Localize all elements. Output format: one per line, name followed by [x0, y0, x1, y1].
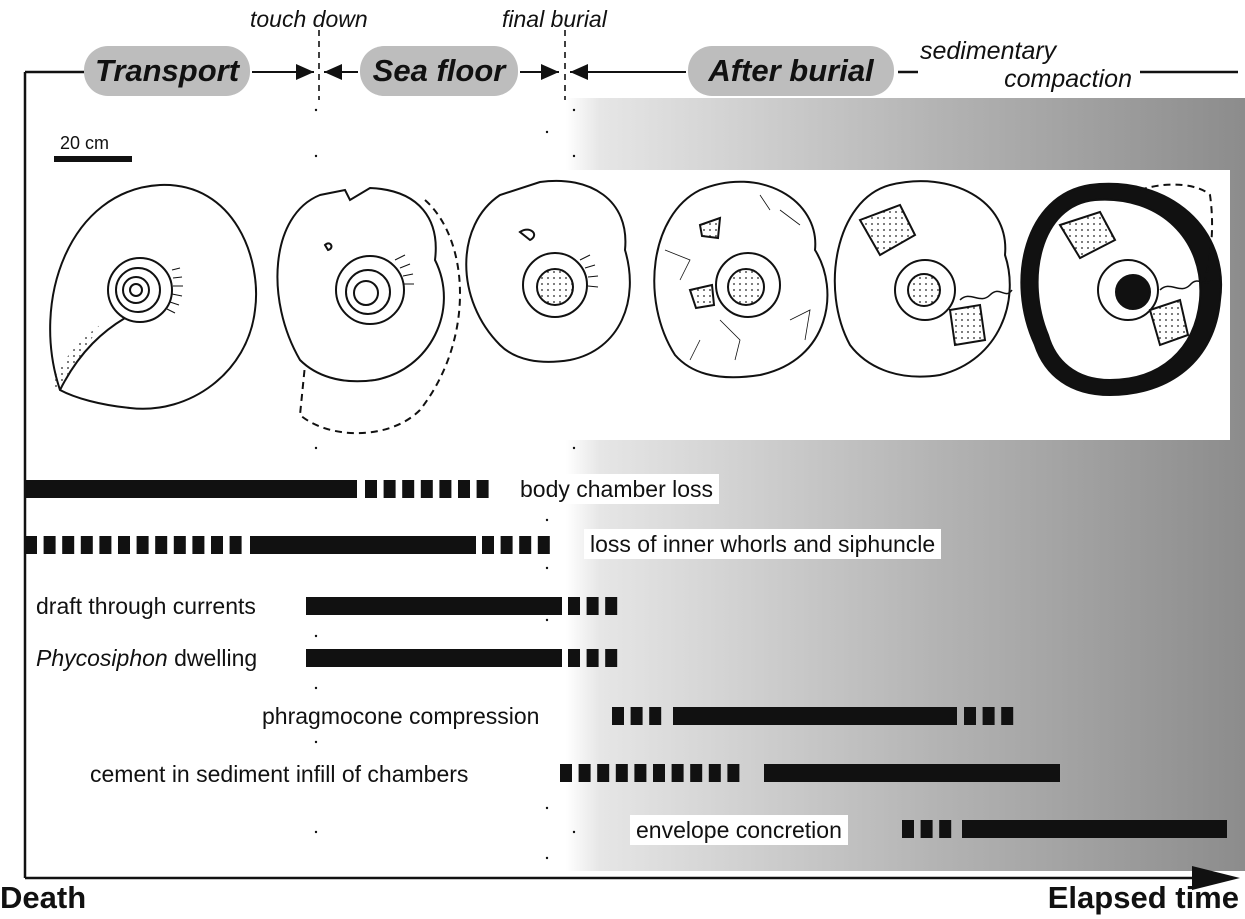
process-bar-1-dash-0-6 — [137, 536, 149, 554]
process-bar-4-dash-2-0 — [964, 707, 976, 725]
process-bar-1-dash-0-5 — [118, 536, 130, 554]
process-bar-2-dash-1-2 — [605, 597, 617, 615]
compaction-label: sedimentary compaction — [920, 37, 1132, 93]
process-bar-4-dash-0-1 — [631, 707, 643, 725]
process-bar-1-dash-0-3 — [81, 536, 93, 554]
phase-transport-label: Transport — [95, 53, 239, 89]
axis-start-label: Death — [0, 880, 86, 916]
process-bar-1-dash-2-3 — [538, 536, 550, 554]
process-label-inner-whorls: loss of inner whorls and siphuncle — [584, 529, 941, 559]
phase-sea-floor-label: Sea floor — [373, 53, 506, 89]
phase-after-burial: After burial — [688, 46, 894, 96]
process-bar-5-dash-0-4 — [634, 764, 646, 782]
final-burial-label: final burial — [502, 6, 607, 33]
process-bar-1-dash-0-8 — [174, 536, 186, 554]
process-bar-1-dash-0-2 — [62, 536, 74, 554]
process-bar-0-dash-1-4 — [439, 480, 451, 498]
process-bar-2-solid-0 — [306, 597, 562, 615]
phase-sea-floor: Sea floor — [360, 46, 518, 96]
compaction-line-1: sedimentary — [920, 37, 1132, 65]
phycosiphon-rest: dwelling — [168, 645, 258, 671]
process-bar-4-solid-1 — [673, 707, 957, 725]
process-bar-0-dash-1-1 — [384, 480, 396, 498]
process-bar-5-dash-0-6 — [672, 764, 684, 782]
ammonite-compressed — [835, 181, 1012, 376]
process-bar-1-dash-0-10 — [211, 536, 223, 554]
process-bar-3-solid-0 — [306, 649, 562, 667]
process-bar-1-dash-0-1 — [44, 536, 56, 554]
process-bar-1-dash-2-1 — [501, 536, 513, 554]
process-bar-1-dash-0-7 — [155, 536, 167, 554]
process-bar-1-dash-2-2 — [519, 536, 531, 554]
process-label-envelope: envelope concretion — [630, 815, 848, 845]
process-label-phycosiphon: Phycosiphon dwelling — [30, 643, 263, 673]
process-bar-5-dash-0-8 — [709, 764, 721, 782]
process-label-body-chamber: body chamber loss — [514, 474, 719, 504]
process-bar-2-dash-1-0 — [568, 597, 580, 615]
scale-bar — [54, 156, 132, 162]
process-bar-0-dash-1-3 — [421, 480, 433, 498]
process-bar-1-dash-2-0 — [482, 536, 494, 554]
process-bar-1-dash-0-9 — [192, 536, 204, 554]
phase-transport: Transport — [84, 46, 250, 96]
phase-after-burial-label: After burial — [708, 53, 873, 89]
process-bar-1-dash-0-11 — [230, 536, 242, 554]
process-bar-5-dash-0-5 — [653, 764, 665, 782]
process-bar-1-solid-1 — [250, 536, 476, 554]
compaction-line-2: compaction — [920, 65, 1132, 93]
ammonite-partial — [466, 181, 630, 362]
process-label-phragmocone: phragmocone compression — [256, 701, 545, 731]
process-bar-6-solid-1 — [962, 820, 1227, 838]
process-bar-0-dash-1-2 — [402, 480, 414, 498]
process-label-cement: cement in sediment infill of chambers — [84, 759, 474, 789]
process-bar-6-dash-0-1 — [921, 820, 933, 838]
scale-label: 20 cm — [60, 133, 109, 154]
process-bar-3-dash-1-1 — [587, 649, 599, 667]
process-bar-6-dash-0-2 — [939, 820, 951, 838]
process-bar-0-dash-1-5 — [458, 480, 470, 498]
process-bar-0-solid-0 — [25, 480, 357, 498]
process-bar-3-dash-1-2 — [605, 649, 617, 667]
process-bar-0-dash-1-0 — [365, 480, 377, 498]
process-bar-4-dash-0-0 — [612, 707, 624, 725]
process-bar-5-dash-0-9 — [727, 764, 739, 782]
process-bar-3-dash-1-0 — [568, 649, 580, 667]
process-bar-4-dash-0-2 — [649, 707, 661, 725]
ammonite-filled — [654, 182, 827, 378]
process-bar-6-dash-0-0 — [902, 820, 914, 838]
process-bar-5-dash-0-3 — [616, 764, 628, 782]
process-bar-2-dash-1-1 — [587, 597, 599, 615]
process-bar-1-dash-0-4 — [99, 536, 111, 554]
phycosiphon-genus: Phycosiphon — [36, 645, 168, 671]
process-bar-5-dash-0-0 — [560, 764, 572, 782]
process-label-draft: draft through currents — [30, 591, 262, 621]
touch-down-label: touch down — [250, 6, 368, 33]
process-bar-5-solid-1 — [764, 764, 1060, 782]
process-bar-0-dash-1-6 — [477, 480, 489, 498]
process-bar-4-dash-2-2 — [1001, 707, 1013, 725]
process-bar-5-dash-0-1 — [579, 764, 591, 782]
process-bar-5-dash-0-7 — [690, 764, 702, 782]
process-bar-1-dash-0-0 — [25, 536, 37, 554]
process-bar-4-dash-2-1 — [983, 707, 995, 725]
process-bar-5-dash-0-2 — [597, 764, 609, 782]
axis-end-label: Elapsed time — [1048, 880, 1239, 916]
ammonite-concretion — [1021, 184, 1221, 395]
